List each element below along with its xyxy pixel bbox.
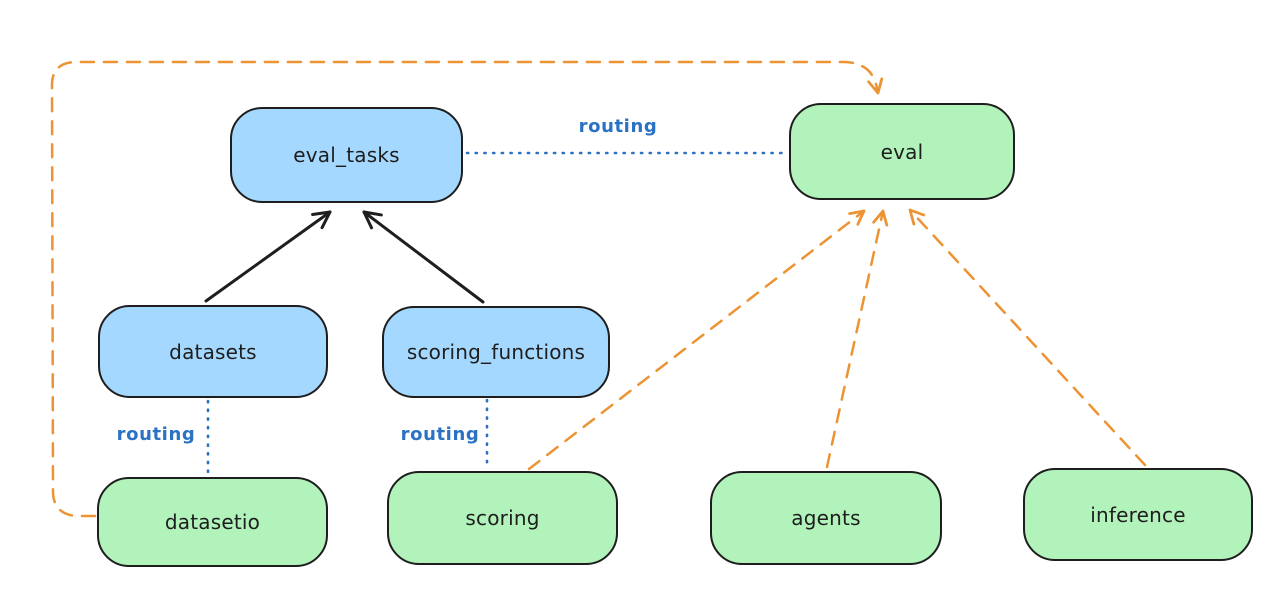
edge-label-routing-scoring-functions-scoring: routing <box>400 424 480 445</box>
edge-datasetio-to-eval-dashed-arrow <box>50 60 884 518</box>
node-eval-label: eval <box>880 139 924 164</box>
node-eval-tasks: eval_tasks <box>230 107 463 203</box>
node-scoring: scoring <box>387 471 618 565</box>
node-inference-label: inference <box>1090 502 1186 527</box>
edge-label-routing-eval-tasks-eval: routing <box>578 116 658 137</box>
node-datasetio-label: datasetio <box>164 510 261 534</box>
node-agents: agents <box>710 471 942 565</box>
node-datasets: datasets <box>98 305 328 398</box>
edge-agents-to-eval-dashed-arrow <box>825 209 889 469</box>
node-scoring-label: scoring <box>465 506 540 530</box>
edge-inference-to-eval-dashed-arrow <box>908 208 1147 467</box>
node-inference: inference <box>1023 468 1253 561</box>
node-eval-tasks-label: eval_tasks <box>293 143 400 167</box>
node-agents-label: agents <box>791 506 861 530</box>
edge-label-routing-datasets-datasetio: routing <box>116 424 196 445</box>
node-datasets-label: datasets <box>169 339 257 364</box>
edge-datasets-to-eval-tasks-arrow <box>204 210 332 303</box>
node-scoring-functions-label: scoring_functions <box>406 340 586 364</box>
node-datasetio: datasetio <box>97 477 328 567</box>
node-scoring-functions: scoring_functions <box>382 306 610 398</box>
node-eval: eval <box>789 103 1015 200</box>
edge-scoring-functions-to-eval-tasks-arrow <box>362 210 485 304</box>
